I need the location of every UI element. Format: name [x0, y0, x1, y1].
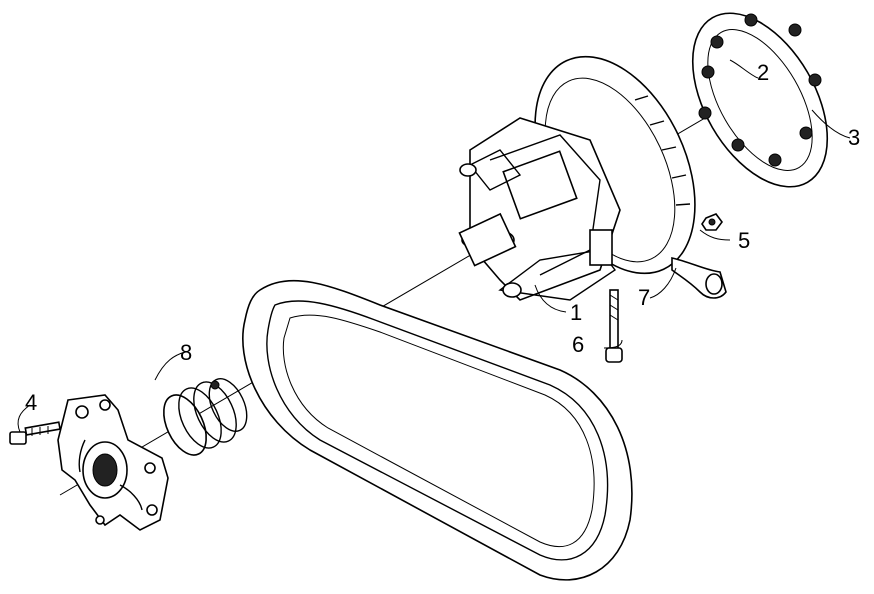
- callout-4: 4: [25, 390, 37, 415]
- callout-8: 8: [180, 340, 192, 365]
- spider-plate: [57, 394, 169, 531]
- nut: [701, 213, 723, 231]
- callout-6: 6: [572, 332, 584, 357]
- spring: [163, 378, 248, 456]
- callout-7: 7: [638, 285, 650, 310]
- callout-3: 3: [848, 125, 860, 150]
- weight-arm: [671, 257, 727, 299]
- bolt: [605, 289, 623, 363]
- cover-plate-holes: [698, 13, 822, 167]
- clutch-assembly: [458, 55, 696, 301]
- callout-2: 2: [757, 60, 769, 85]
- leader-lines: [17, 59, 851, 433]
- small-bolt: [9, 421, 61, 445]
- callout-5: 5: [738, 228, 750, 253]
- clutch-fins: [634, 95, 691, 206]
- callout-1: 1: [570, 300, 582, 325]
- cover-plate: [691, 12, 829, 188]
- drive-belt: [242, 279, 633, 581]
